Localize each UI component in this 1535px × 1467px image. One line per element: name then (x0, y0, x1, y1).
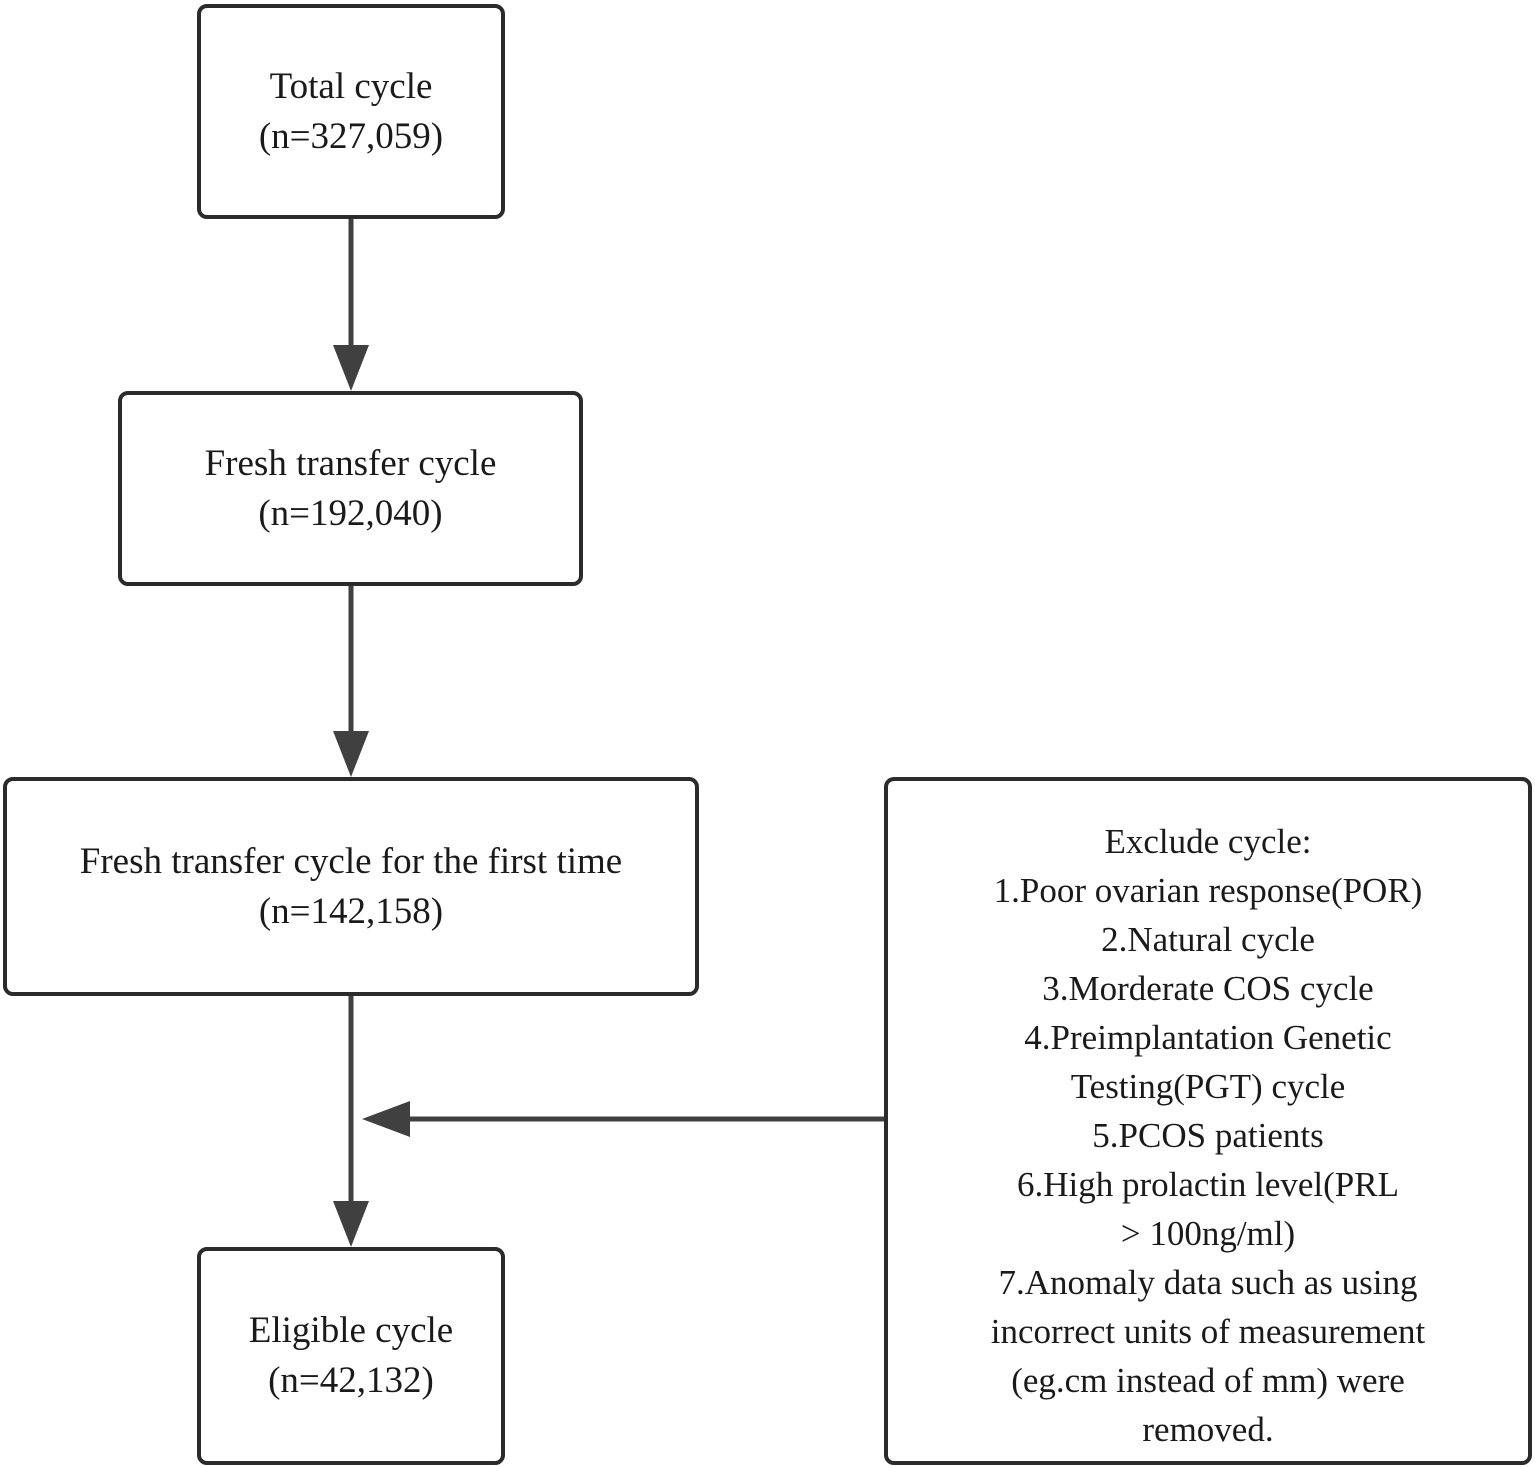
exclusion-line: 3.Morderate COS cycle (1042, 969, 1374, 1008)
exclusion-line: removed. (1142, 1410, 1274, 1449)
exclusion-line: 5.PCOS patients (1092, 1116, 1324, 1155)
exclusion-line: incorrect units of measurement (990, 1312, 1426, 1351)
first-time-transfer-box: Fresh transfer cycle for the first time … (3, 777, 699, 996)
fresh-transfer-box: Fresh transfer cycle (n=192,040) (118, 391, 583, 586)
exclusion-line: (eg.cm instead of mm) were (1011, 1361, 1405, 1400)
exclusion-criteria-box: Exclude cycle: 1.Poor ovarian response(P… (884, 777, 1532, 1465)
arrowhead-exclusion (362, 1101, 410, 1137)
arrowhead-fresh-to-first (333, 731, 369, 777)
first-time-transfer-title: Fresh transfer cycle for the first time (79, 840, 623, 882)
exclusion-line: 6.High prolactin level(PRL (1016, 1165, 1399, 1204)
exclusion-line: 7.Anomaly data such as using (998, 1263, 1418, 1302)
arrowhead-first-to-eligible (333, 1201, 369, 1247)
total-cycle-title: Total cycle (269, 65, 433, 107)
fresh-transfer-count: (n=192,040) (258, 492, 443, 534)
exclusion-line: Testing(PGT) cycle (1070, 1067, 1346, 1106)
arrowhead-total-to-fresh (333, 345, 369, 391)
exclusion-line: 1.Poor ovarian response(POR) (993, 871, 1423, 910)
eligible-cycle-box: Eligible cycle (n=42,132) (197, 1247, 505, 1465)
eligible-cycle-title: Eligible cycle (248, 1310, 454, 1351)
total-cycle-count: (n=327,059) (258, 115, 444, 157)
eligible-cycle-count: (n=42,132) (268, 1360, 434, 1401)
first-time-transfer-count: (n=142,158) (258, 890, 444, 932)
exclusion-line: > 100ng/ml) (1120, 1214, 1296, 1253)
exclusion-line: 2.Natural cycle (1101, 920, 1315, 959)
exclusion-heading: Exclude cycle: (1104, 822, 1312, 861)
fresh-transfer-title: Fresh transfer cycle (204, 442, 497, 484)
exclusion-line: 4.Preimplantation Genetic (1024, 1018, 1392, 1057)
total-cycle-box: Total cycle (n=327,059) (197, 4, 505, 219)
